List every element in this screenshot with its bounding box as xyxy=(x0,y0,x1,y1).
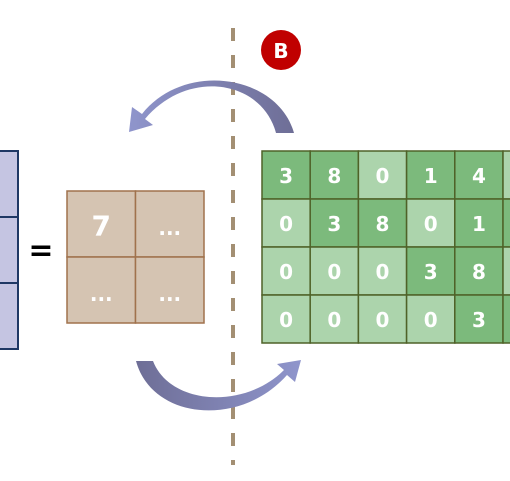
left-matrix-cell xyxy=(0,150,19,218)
curved-arrow-left-icon xyxy=(129,80,294,133)
weight-matrix: 3 8 0 1 4 0 3 8 0 1 0 0 0 3 8 0 0 0 0 3 xyxy=(261,150,510,344)
curved-arrow-right-icon xyxy=(136,360,301,411)
weight-cell-value: 0 xyxy=(279,308,293,332)
weight-cell-value: 8 xyxy=(472,260,486,284)
weight-cell-value: 1 xyxy=(424,164,438,188)
weight-cell-value: 4 xyxy=(472,164,486,188)
result-cell-value: ... xyxy=(90,282,113,306)
weight-cell xyxy=(357,294,408,344)
weight-cell-value: 0 xyxy=(424,308,438,332)
weight-cell xyxy=(502,246,510,296)
weight-cell xyxy=(357,246,408,296)
result-cell xyxy=(134,256,205,324)
weight-cell xyxy=(502,294,510,344)
weight-cell xyxy=(309,294,360,344)
weight-cell xyxy=(261,246,311,296)
weight-cell-value: 8 xyxy=(376,212,390,236)
left-matrix-cell xyxy=(0,282,19,350)
weight-cell xyxy=(357,150,408,200)
result-cell-value: 7 xyxy=(92,210,111,243)
weight-cell-value: 0 xyxy=(376,164,390,188)
result-cell-value: ... xyxy=(158,282,181,306)
weight-cell xyxy=(309,198,360,248)
result-cell-value: ... xyxy=(158,216,181,240)
weight-cell xyxy=(454,294,504,344)
result-cell xyxy=(66,190,137,258)
weight-cell xyxy=(502,198,510,248)
weight-cell-value: 3 xyxy=(327,212,341,236)
weight-cell xyxy=(454,198,504,248)
left-matrix-cell xyxy=(0,216,19,284)
label-badge: B xyxy=(261,30,301,70)
result-cell xyxy=(134,190,205,258)
weight-cell-value: 0 xyxy=(327,260,341,284)
weight-cell-value: 1 xyxy=(472,212,486,236)
result-cell xyxy=(66,256,137,324)
weight-cell-value: 0 xyxy=(279,212,293,236)
weight-cell xyxy=(502,150,510,200)
weight-cell-value: 3 xyxy=(424,260,438,284)
left-matrix xyxy=(0,150,19,350)
result-matrix: 7......... xyxy=(66,190,205,324)
weight-cell-value: 0 xyxy=(376,308,390,332)
weight-cell xyxy=(357,198,408,248)
badge-label: B xyxy=(273,39,288,63)
weight-cell-value: 8 xyxy=(327,164,341,188)
weight-cell xyxy=(405,294,456,344)
weight-cell-value: 3 xyxy=(472,308,486,332)
weight-cell xyxy=(309,150,360,200)
weight-cell-value: 0 xyxy=(327,308,341,332)
weight-cell-value: 0 xyxy=(424,212,438,236)
weight-cell xyxy=(261,294,311,344)
weight-cell-value: 0 xyxy=(376,260,390,284)
weight-cell-value: 3 xyxy=(279,164,293,188)
equals-sign: = xyxy=(28,234,53,269)
weight-cell-value: 0 xyxy=(279,260,293,284)
